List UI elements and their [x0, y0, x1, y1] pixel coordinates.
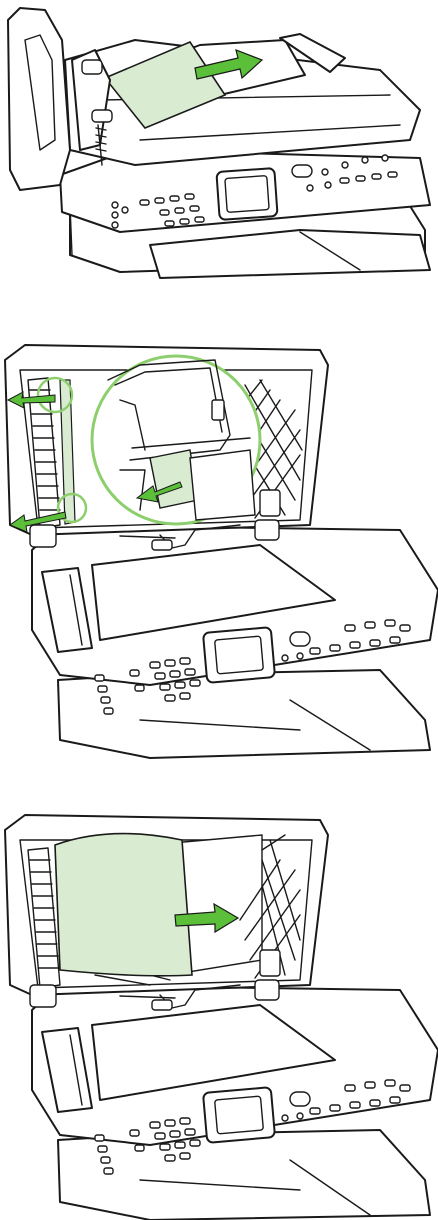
printer-illustration — [0, 810, 438, 1220]
step-3-panel — [0, 810, 438, 1220]
step-1-panel — [0, 0, 438, 280]
printer-illustration — [0, 340, 438, 760]
printer-illustration — [0, 0, 438, 280]
paper-sheet — [55, 834, 192, 976]
zoom-circle — [92, 356, 260, 524]
step-2-panel — [0, 340, 438, 760]
